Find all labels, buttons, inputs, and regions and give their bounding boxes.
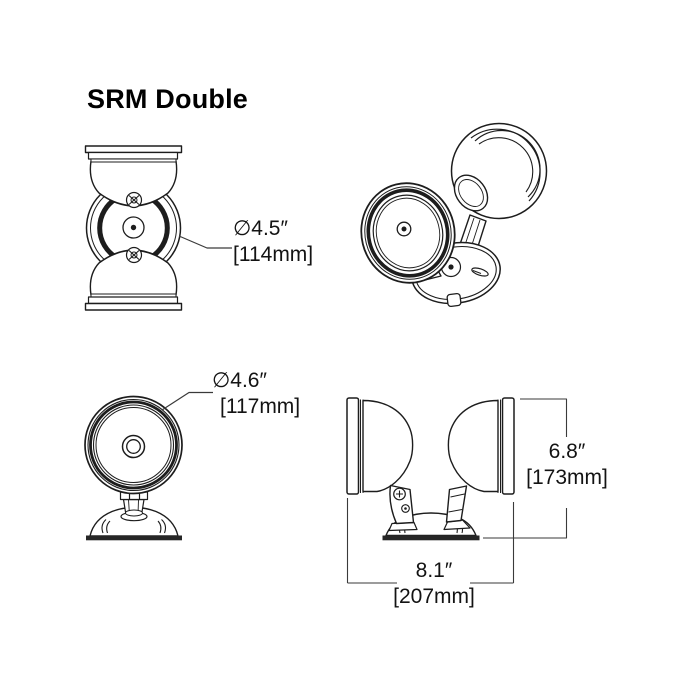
leader-line xyxy=(178,235,232,249)
screw-icon xyxy=(125,191,143,209)
dimension-overall-height: 6.8″ [173mm] xyxy=(516,439,618,491)
figure-isometric-view xyxy=(360,122,548,308)
dimension-lines xyxy=(346,398,568,584)
dimension-metric: [114mm] xyxy=(233,243,314,266)
figure-double-head-profile-view xyxy=(84,145,232,311)
dimension-head-face-diameter: ∅4.6″ [117mm] xyxy=(212,368,300,420)
page-title: SRM Double xyxy=(87,84,248,114)
dimension-metric: [207mm] xyxy=(393,585,475,608)
figure-single-head-front-view xyxy=(84,391,213,541)
dimension-inches: 8.1″ xyxy=(415,559,453,582)
dimension-metric: [117mm] xyxy=(220,395,301,418)
swivel-screw-icon xyxy=(393,487,406,501)
dimension-inches: ∅4.6″ xyxy=(212,369,267,392)
dimension-overall-width: 8.1″ [207mm] xyxy=(383,558,485,610)
screw-icon xyxy=(125,246,143,264)
figure-double-head-front-view xyxy=(346,397,568,584)
dimension-inches: ∅4.5″ xyxy=(233,217,288,240)
dimension-metric: [173mm] xyxy=(526,466,608,489)
leader-line xyxy=(161,391,213,411)
dimension-head-depth-diameter: ∅4.5″ [114mm] xyxy=(233,216,313,268)
dimension-inches: 6.8″ xyxy=(548,440,586,463)
